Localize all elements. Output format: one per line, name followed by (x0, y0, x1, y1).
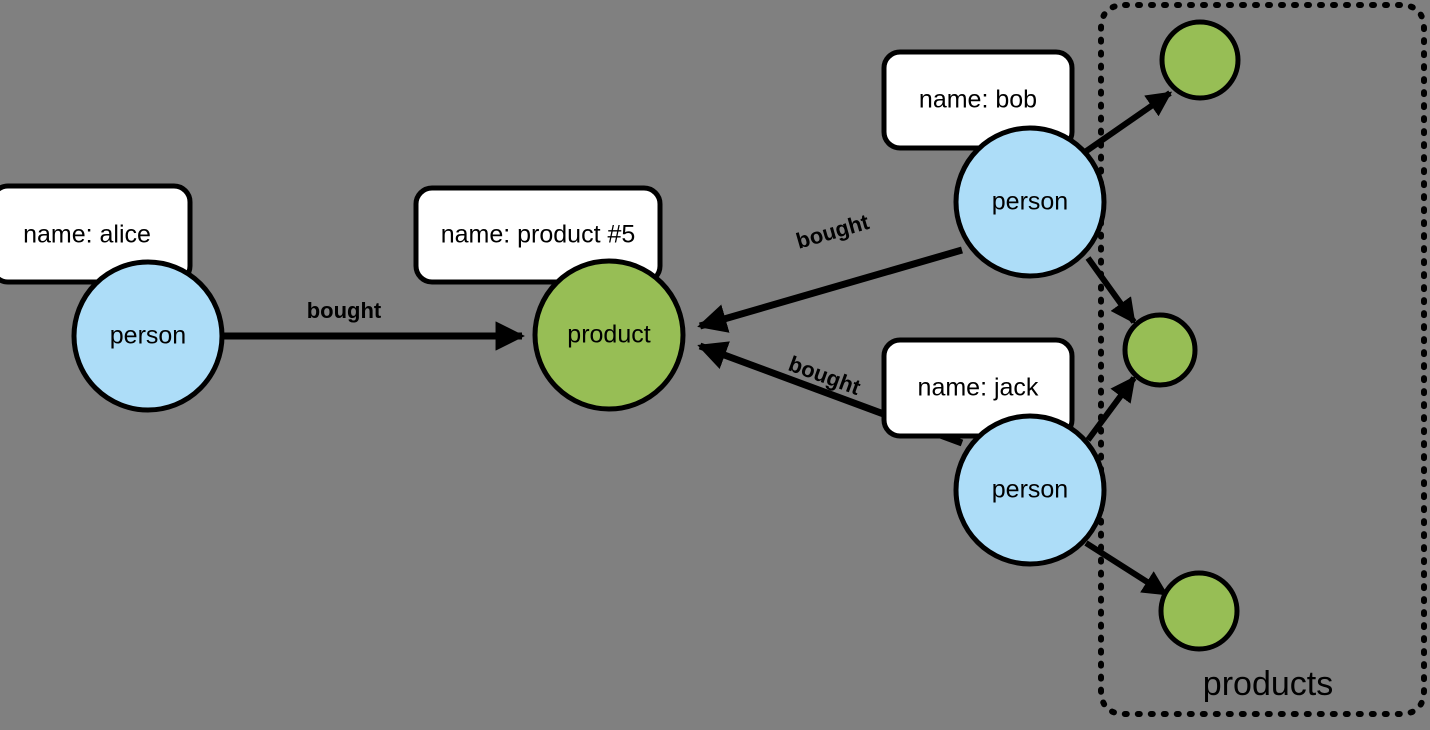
node-product-bottom[interactable] (1158, 570, 1240, 652)
node-label-alice: person (110, 322, 186, 350)
node-label-jack: person (992, 476, 1068, 504)
node-person-alice[interactable] (71, 259, 225, 413)
products-group-boundary (1098, 2, 1427, 717)
property-label-bob: name: bob (919, 86, 1037, 114)
edge-jack-to-product-mid (1085, 375, 1137, 442)
property-box-alice (0, 183, 193, 285)
edge-bob-to-product-top (1083, 90, 1173, 155)
node-label-bob: person (992, 188, 1068, 216)
products-group-label: products (1203, 665, 1333, 703)
node-label-product5: product (567, 321, 650, 349)
edge-jack-to-product-bottom (1084, 540, 1169, 597)
node-product-top[interactable] (1159, 19, 1241, 101)
property-label-product5: name: product #5 (441, 221, 636, 249)
edge-bob-to-product-mid (1085, 256, 1137, 325)
edge-label-alice-bought: bought (307, 298, 382, 323)
node-product-mid[interactable] (1122, 312, 1198, 388)
property-label-jack: name: jack (918, 374, 1039, 402)
node-person-jack[interactable] (953, 413, 1107, 567)
node-product-product5[interactable] (532, 258, 686, 412)
property-box-product5 (413, 185, 663, 285)
edge-bob-bought-product5 (697, 246, 963, 333)
edge-label-bob-bought: bought (793, 209, 872, 254)
node-person-bob[interactable] (953, 125, 1107, 279)
property-label-alice: name: alice (23, 221, 151, 249)
